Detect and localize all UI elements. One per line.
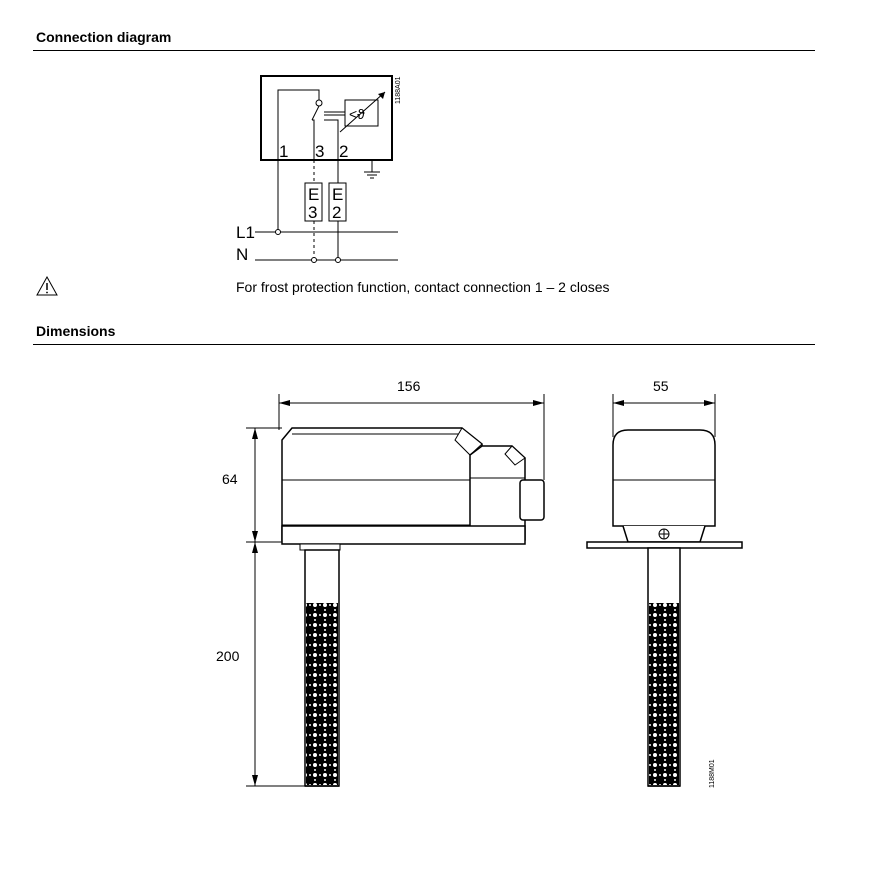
connection-diagram-title: Connection diagram (36, 29, 172, 45)
drawing-code-dimensions: 1188M01 (709, 759, 716, 788)
load-e3-number: 3 (308, 203, 317, 222)
terminal-2: 2 (339, 142, 348, 161)
terminal-3: 3 (315, 142, 324, 161)
load-e2-number: 2 (332, 203, 341, 222)
drawing-code-wiring: 1188A01 (395, 76, 402, 104)
section-divider (33, 344, 815, 345)
load-e3-letter: E (308, 185, 319, 204)
neutral-label: N (236, 245, 248, 264)
dimension-height-head: 64 (222, 471, 238, 487)
dimension-width-front: 55 (653, 378, 669, 394)
warning-triangle-icon (36, 276, 58, 296)
wiring-diagram: <ϑ 1188A01 1 3 2 E 3 E 2 L1 N (236, 75, 402, 264)
dimensions-title: Dimensions (36, 323, 116, 339)
frost-protection-note: For frost protection function, contact c… (236, 279, 610, 295)
dimension-width-side: 156 (397, 378, 421, 394)
dimensions-drawing: 156 55 64 200 1188M01 (216, 378, 743, 788)
thermostat-symbol: <ϑ (349, 106, 365, 122)
dimension-probe-length: 200 (216, 648, 240, 664)
line-label: L1 (236, 223, 255, 242)
terminal-1: 1 (279, 142, 288, 161)
section-divider (33, 50, 815, 51)
load-e2-letter: E (332, 185, 343, 204)
